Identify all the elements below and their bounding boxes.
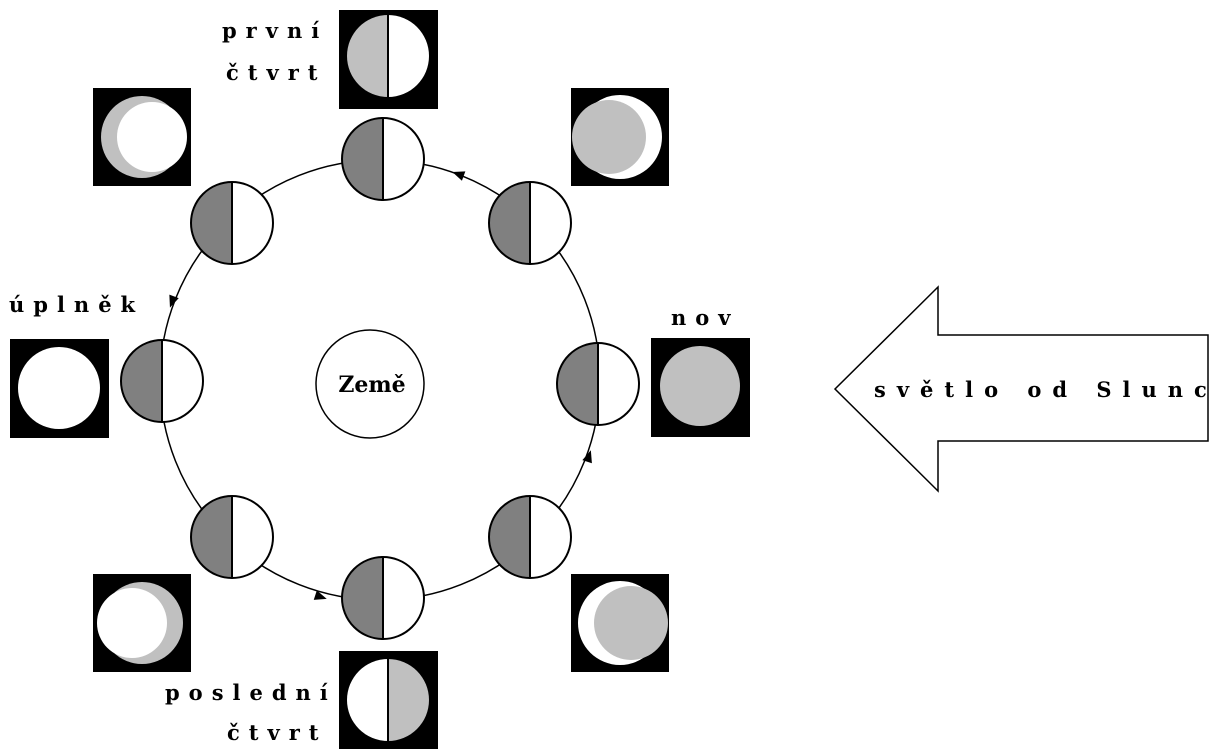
- appearance-full-moon: [10, 339, 109, 438]
- sunlight-arrow: [833, 285, 1209, 493]
- label-last-quarter-line2: čtvrt: [227, 720, 327, 745]
- orbit-arrow-2: [452, 171, 466, 181]
- earth-label: Země: [338, 372, 405, 398]
- orbit-moon-first-quarter: [341, 117, 425, 201]
- orbit-arrow-1: [582, 450, 592, 464]
- appearance-waning-gibbous: [93, 574, 191, 672]
- appearance-new-moon: [651, 338, 750, 437]
- earth: [315, 329, 425, 439]
- orbit-moon-waning-crescent: [488, 495, 572, 579]
- orbit-moon-waning-gibbous: [190, 495, 274, 579]
- orbit-moon-waxing-crescent: [488, 181, 572, 265]
- orbit-arrow-3: [169, 294, 179, 308]
- orbit-moon-new: [556, 342, 640, 426]
- label-full-moon: úplněk: [9, 292, 144, 317]
- appearance-waning-crescent: [571, 574, 669, 672]
- orbit-moon-full: [120, 339, 204, 423]
- orbit-moon-waxing-gibbous: [190, 181, 274, 265]
- appearance-first-quarter: [339, 10, 438, 109]
- label-new-moon: nov: [671, 305, 739, 330]
- label-first-quarter-line1: první: [222, 18, 328, 43]
- orbit-moon-last-quarter: [341, 556, 425, 640]
- sunlight-label: světlo od Slunce: [874, 377, 1211, 402]
- appearance-waxing-gibbous: [93, 88, 191, 186]
- label-first-quarter-line2: čtvrt: [226, 60, 326, 85]
- label-last-quarter-line1: poslední: [165, 680, 337, 705]
- appearance-last-quarter: [339, 651, 438, 749]
- orbit-arrow-4: [313, 590, 327, 600]
- appearance-waxing-crescent: [571, 88, 669, 186]
